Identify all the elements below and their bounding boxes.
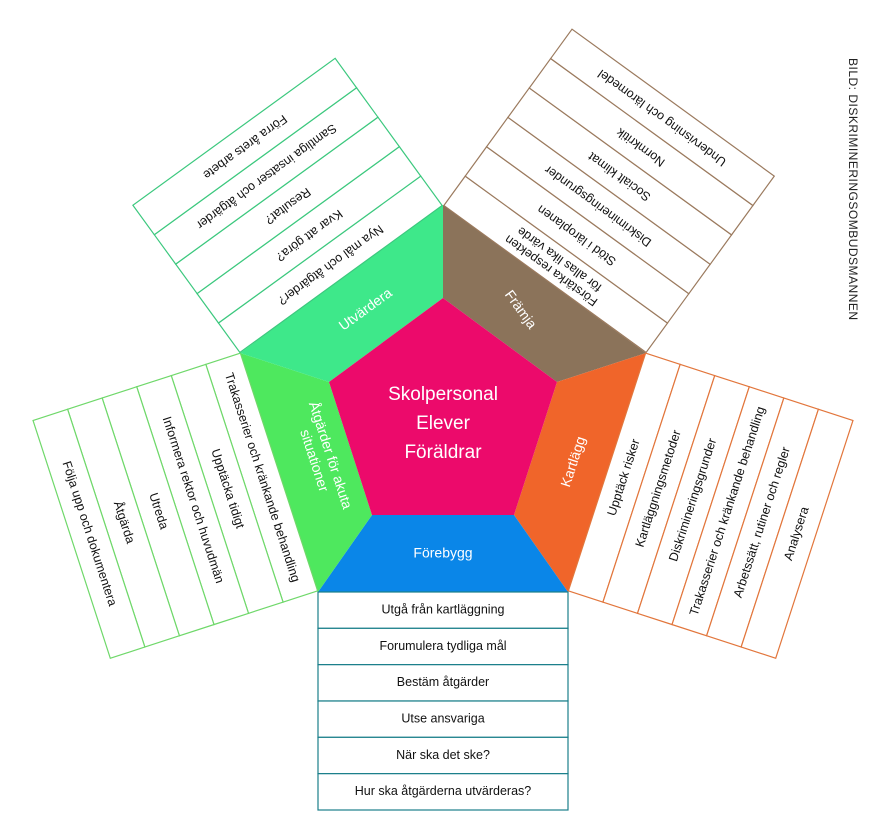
center-pentagon [329,298,557,515]
atgarder-item-cell [32,408,146,660]
forebygg-item-text: Utgå från kartläggning [382,602,505,616]
utvardera-box-frame: Nya mål och åtgärder?Kvar att göra?Resul… [132,57,443,354]
segment-forebygg [318,515,568,592]
center-line-1: Skolpersonal [388,384,498,405]
forebygg-item-text: Bestäm åtgärder [397,675,489,689]
utvardera-item-cell [132,57,358,236]
image-credit: BILD: DISKRIMINERINGSOMBUDSMANNEN [846,58,860,321]
segment-atgarder [240,353,372,592]
segment-label-forebygg: Förebygg [413,545,472,561]
box-atgarder: Trakasserier och kränkande behandlingUpp… [32,352,319,660]
box-utvardera: Nya mål och åtgärder?Kvar att göra?Resul… [132,57,443,354]
atgarder-box-frame: Trakasserier och kränkande behandlingUpp… [32,352,319,660]
center-line-2: Elever [416,413,471,434]
forebygg-item-text: Utse ansvariga [401,711,484,725]
center-line-3: Föräldrar [404,442,482,463]
forebygg-item-text: Forumulera tydliga mål [379,639,506,653]
segment-framja [443,205,646,382]
forebygg-item-text: När ska det ske? [396,748,490,762]
kartlagg-box-frame: Upptäck riskerKartläggningsmetoderDiskri… [567,352,854,660]
forebygg-item-cell [317,700,569,738]
forebygg-item-text: Hur ska åtgärderna utvärderas? [355,784,532,798]
segment-kartlagg [514,353,646,592]
forebygg-item-cell [317,773,569,811]
box-kartlagg: Upptäck riskerKartläggningsmetoderDiskri… [567,352,854,660]
framja-item-cell [549,28,776,207]
forebygg-item-cell [317,627,569,666]
segment-utvardera [240,205,443,382]
kartlagg-item-cell [740,408,854,660]
